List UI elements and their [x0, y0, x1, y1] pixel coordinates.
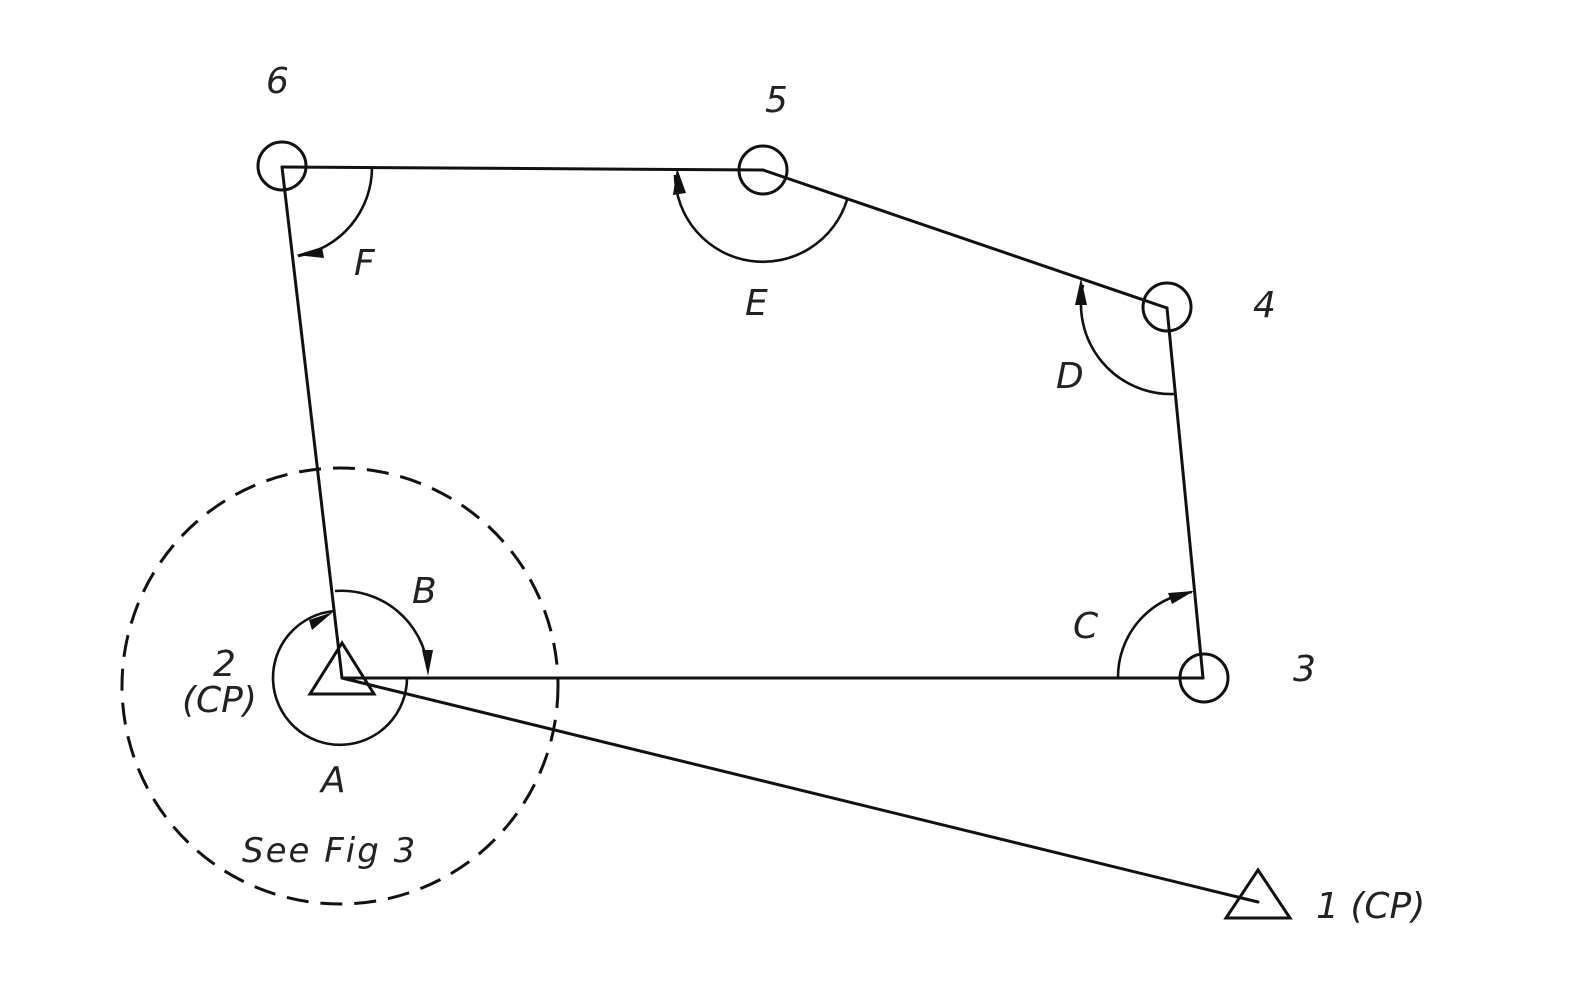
station-6-marker — [256, 140, 308, 192]
station-label-1: 1 (CP) — [1316, 886, 1425, 927]
tie-line-2-1 — [340, 676, 1260, 904]
station-5-marker — [737, 144, 789, 196]
angle-arrow-f — [296, 247, 324, 258]
angle-label-d: D — [1056, 356, 1084, 397]
traverse-line-6-2 — [280, 165, 344, 680]
station-1-cp-marker — [1223, 867, 1293, 920]
angle-arrow-a — [309, 612, 333, 630]
station-3-marker — [1178, 652, 1230, 704]
detail-callout: See Fig 3 — [242, 831, 417, 871]
station-label-3: 3 — [1293, 649, 1316, 690]
angle-arc-a — [271, 609, 409, 747]
station-label-2-cp: (CP) — [182, 680, 257, 721]
station-label-6: 6 — [266, 61, 289, 102]
angle-label-f: F — [354, 243, 376, 284]
angle-arrow-b — [422, 650, 433, 676]
angle-label-b: B — [412, 571, 437, 612]
angle-label-e: E — [745, 283, 768, 324]
angle-arrow-e — [673, 168, 686, 195]
angle-arrow-c — [1168, 591, 1194, 604]
traverse-line-4-5 — [761, 168, 1169, 310]
angle-label-a: A — [319, 760, 346, 801]
angle-arc-c — [1116, 590, 1193, 679]
station-label-2-number: 2 — [213, 644, 236, 685]
angle-arc-d — [1079, 284, 1175, 396]
station-label-4: 4 — [1253, 285, 1276, 326]
angle-arc-e — [673, 174, 849, 264]
station-4-marker — [1141, 281, 1193, 333]
detail-circle — [120, 466, 560, 906]
station-2-cp-marker — [307, 640, 377, 696]
traverse-line-3-4 — [1165, 306, 1205, 680]
traverse-line-5-6 — [280, 165, 765, 172]
angle-arrow-d — [1075, 278, 1087, 305]
angle-label-c: C — [1073, 606, 1099, 647]
station-label-5: 5 — [765, 80, 788, 121]
